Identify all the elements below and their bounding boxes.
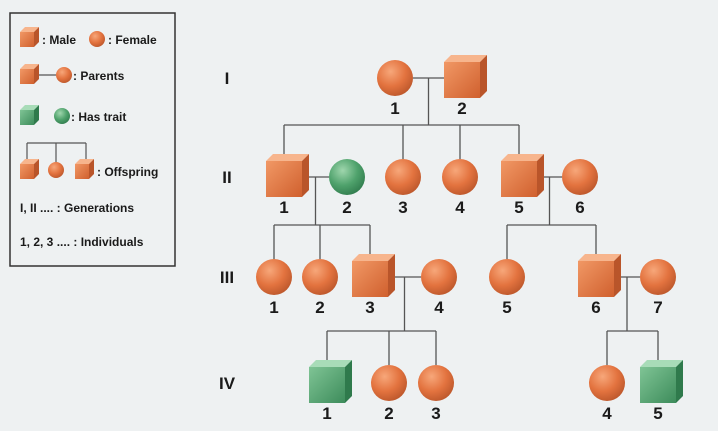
female-individual-II-3: 3 [385, 159, 421, 217]
female-individual-II-4: 4 [442, 159, 478, 217]
female-symbol [421, 259, 457, 295]
legend-trait-label: : Has trait [71, 110, 126, 124]
female-symbol [371, 365, 407, 401]
legend-offspring-label: : Offspring [97, 165, 158, 179]
male-symbol-side [388, 254, 395, 297]
generation-label-IV: IV [219, 374, 236, 393]
female-symbol [562, 159, 598, 195]
male-symbol-top [501, 154, 544, 161]
individual-number-I-2: 2 [457, 99, 466, 118]
individual-number-III-6: 6 [591, 298, 600, 317]
male-symbol-top [640, 360, 683, 367]
male-symbol-side [302, 154, 309, 197]
legend-offspring-icon [20, 142, 94, 179]
female-symbol [385, 159, 421, 195]
female-symbol [256, 259, 292, 295]
legend-parents-label: : Parents [73, 69, 125, 83]
female-individual-II-6: 6 [562, 159, 598, 217]
female-symbol [329, 159, 365, 195]
male-symbol [501, 161, 537, 197]
individual-number-III-3: 3 [365, 298, 374, 317]
male-individual-II-5: 5 [501, 154, 544, 217]
individual-number-II-2: 2 [342, 198, 351, 217]
male-symbol-top [578, 254, 621, 261]
female-individual-IV-3: 3 [418, 365, 454, 423]
male-symbol [640, 367, 676, 403]
male-symbol-top [309, 360, 352, 367]
female-individual-III-7: 7 [640, 259, 676, 317]
individual-number-IV-2: 2 [384, 404, 393, 423]
individual-number-III-4: 4 [434, 298, 444, 317]
individual-number-II-1: 1 [279, 198, 288, 217]
male-symbol-side [345, 360, 352, 403]
female-individual-I-1: 1 [377, 60, 413, 118]
legend-male-label: : Male [42, 33, 76, 47]
male-symbol-side [676, 360, 683, 403]
individual-number-III-7: 7 [653, 298, 662, 317]
individual-number-III-5: 5 [502, 298, 511, 317]
female-symbol [589, 365, 625, 401]
generation-label-I: I [225, 69, 230, 88]
male-symbol [444, 62, 480, 98]
individual-number-IV-4: 4 [602, 404, 612, 423]
male-symbol-top [352, 254, 395, 261]
female-symbol [302, 259, 338, 295]
female-individual-III-4: 4 [421, 259, 457, 317]
male-individual-IV-5: 5 [640, 360, 683, 423]
pedigree-lines [273, 77, 659, 365]
individual-number-II-4: 4 [455, 198, 465, 217]
female-individual-III-2: 2 [302, 259, 338, 317]
legend-female-icon [89, 31, 105, 47]
male-individual-II-1: 1 [266, 154, 309, 217]
female-individual-II-2: 2 [329, 159, 365, 217]
individual-number-I-1: 1 [390, 99, 399, 118]
female-individual-III-5: 5 [489, 259, 525, 317]
female-symbol [418, 365, 454, 401]
individuals: 1 2 1 2 3 4 5 6 1 2 3 4 5 6 7 1 2 3 4 5 [256, 55, 683, 423]
legend: : Male : Female : Parents : Has trait [9, 12, 176, 267]
legend-trait-icon [20, 105, 70, 125]
female-symbol [377, 60, 413, 96]
male-symbol [352, 261, 388, 297]
female-symbol [489, 259, 525, 295]
female-individual-IV-2: 2 [371, 365, 407, 423]
legend-female-label: : Female [108, 33, 157, 47]
male-individual-I-2: 2 [444, 55, 487, 118]
legend-frame [9, 12, 176, 267]
female-individual-IV-4: 4 [589, 365, 625, 423]
male-symbol-side [614, 254, 621, 297]
legend-male-icon [20, 27, 39, 47]
individual-number-II-5: 5 [514, 198, 523, 217]
male-individual-IV-1: 1 [309, 360, 352, 423]
generation-label-II: II [222, 168, 231, 187]
individual-number-II-3: 3 [398, 198, 407, 217]
individual-number-IV-3: 3 [431, 404, 440, 423]
individual-number-II-6: 6 [575, 198, 584, 217]
female-symbol [640, 259, 676, 295]
legend-parents-icon [20, 64, 72, 84]
male-symbol [578, 261, 614, 297]
male-symbol [309, 367, 345, 403]
male-symbol-side [537, 154, 544, 197]
male-individual-III-6: 6 [578, 254, 621, 317]
male-symbol-top [444, 55, 487, 62]
legend-generations-label: I, II .... : Generations [20, 201, 134, 215]
male-individual-III-3: 3 [352, 254, 395, 317]
male-symbol [266, 161, 302, 197]
female-individual-III-1: 1 [256, 259, 292, 317]
individual-number-III-2: 2 [315, 298, 324, 317]
legend-individuals-label: 1, 2, 3 .... : Individuals [20, 235, 144, 249]
female-symbol [442, 159, 478, 195]
generation-label-III: III [220, 268, 234, 287]
individual-number-IV-5: 5 [653, 404, 662, 423]
male-symbol-side [480, 55, 487, 98]
male-symbol-top [266, 154, 309, 161]
individual-number-III-1: 1 [269, 298, 278, 317]
individual-number-IV-1: 1 [322, 404, 331, 423]
